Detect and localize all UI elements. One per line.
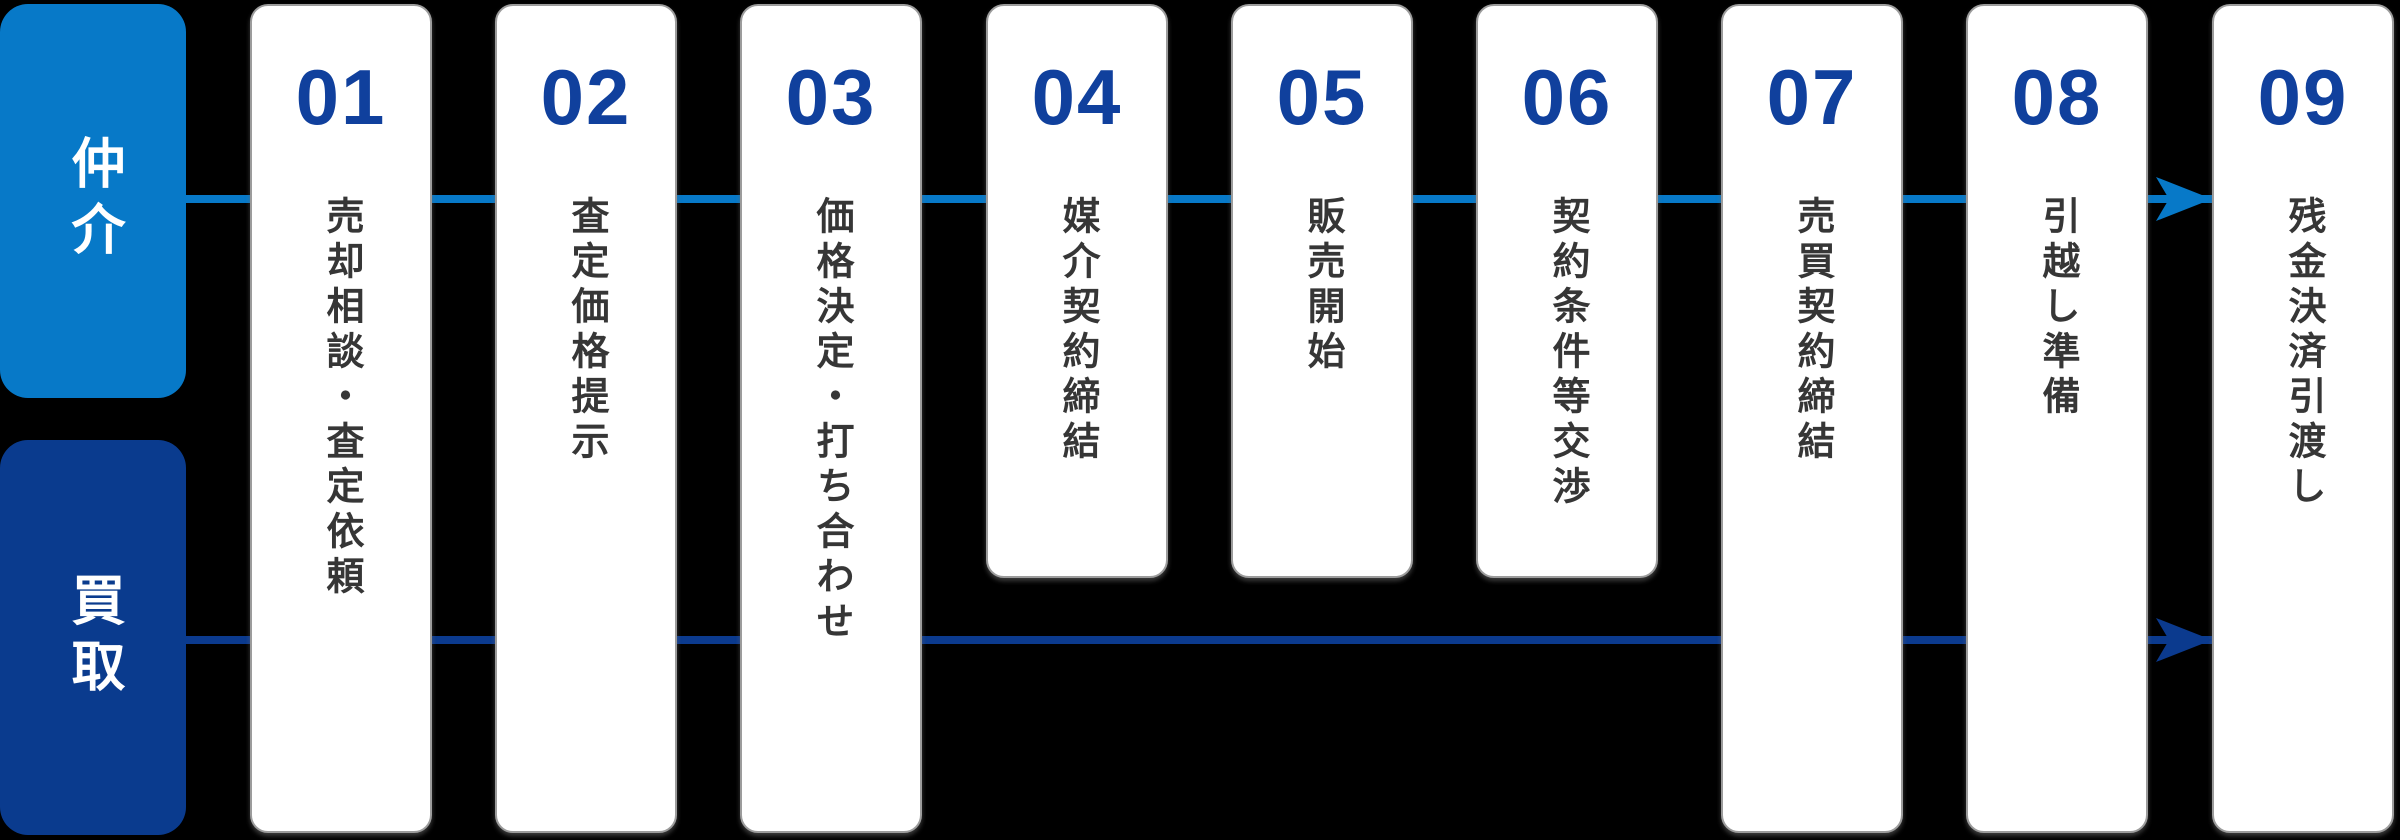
kaitori-flow-line (92, 636, 2212, 644)
step-number-07: 07 (1766, 53, 1858, 141)
step-card-05: 05 販売開始 (1231, 4, 1413, 578)
step-label-06: 契約条件等交渉 (1546, 196, 1588, 511)
step-number-02: 02 (540, 53, 632, 141)
step-label-04: 媒介契約締結 (1056, 196, 1098, 466)
step-number-01: 01 (295, 53, 387, 141)
step-number-05: 05 (1276, 53, 1368, 141)
step-card-08: 08 引越し準備 (1966, 4, 2148, 833)
step-label-05: 販売開始 (1301, 196, 1343, 376)
step-number-04: 04 (1031, 53, 1123, 141)
track-box-kaitori: 買取 (0, 440, 186, 835)
step-number-03: 03 (785, 53, 877, 141)
step-card-03: 03 価格決定・打ち合わせ (740, 4, 922, 833)
step-number-09: 09 (2257, 53, 2349, 141)
step-label-08: 引越し準備 (2036, 196, 2078, 421)
step-card-06: 06 契約条件等交渉 (1476, 4, 1658, 578)
track-box-chukai: 仲介 (0, 4, 186, 398)
step-card-04: 04 媒介契約締結 (986, 4, 1168, 578)
step-label-01: 売却相談・査定依頼 (320, 196, 362, 601)
track-label-kaitori: 買取 (63, 571, 123, 704)
step-card-01: 01 売却相談・査定依頼 (250, 4, 432, 833)
step-card-02: 02 査定価格提示 (495, 4, 677, 833)
step-card-09: 09 残金決済引渡し (2212, 4, 2394, 833)
step-label-09: 残金決済引渡し (2282, 196, 2324, 511)
arrow-right-icon-bottom (2156, 618, 2212, 662)
arrow-right-icon-top (2156, 177, 2212, 221)
step-card-07: 07 売買契約締結 (1721, 4, 1903, 833)
step-label-03: 価格決定・打ち合わせ (810, 196, 852, 646)
step-number-06: 06 (1521, 53, 1613, 141)
step-number-08: 08 (2011, 53, 2103, 141)
step-label-02: 査定価格提示 (565, 196, 607, 466)
track-label-chukai: 仲介 (63, 135, 123, 267)
step-label-07: 売買契約締結 (1791, 196, 1833, 466)
